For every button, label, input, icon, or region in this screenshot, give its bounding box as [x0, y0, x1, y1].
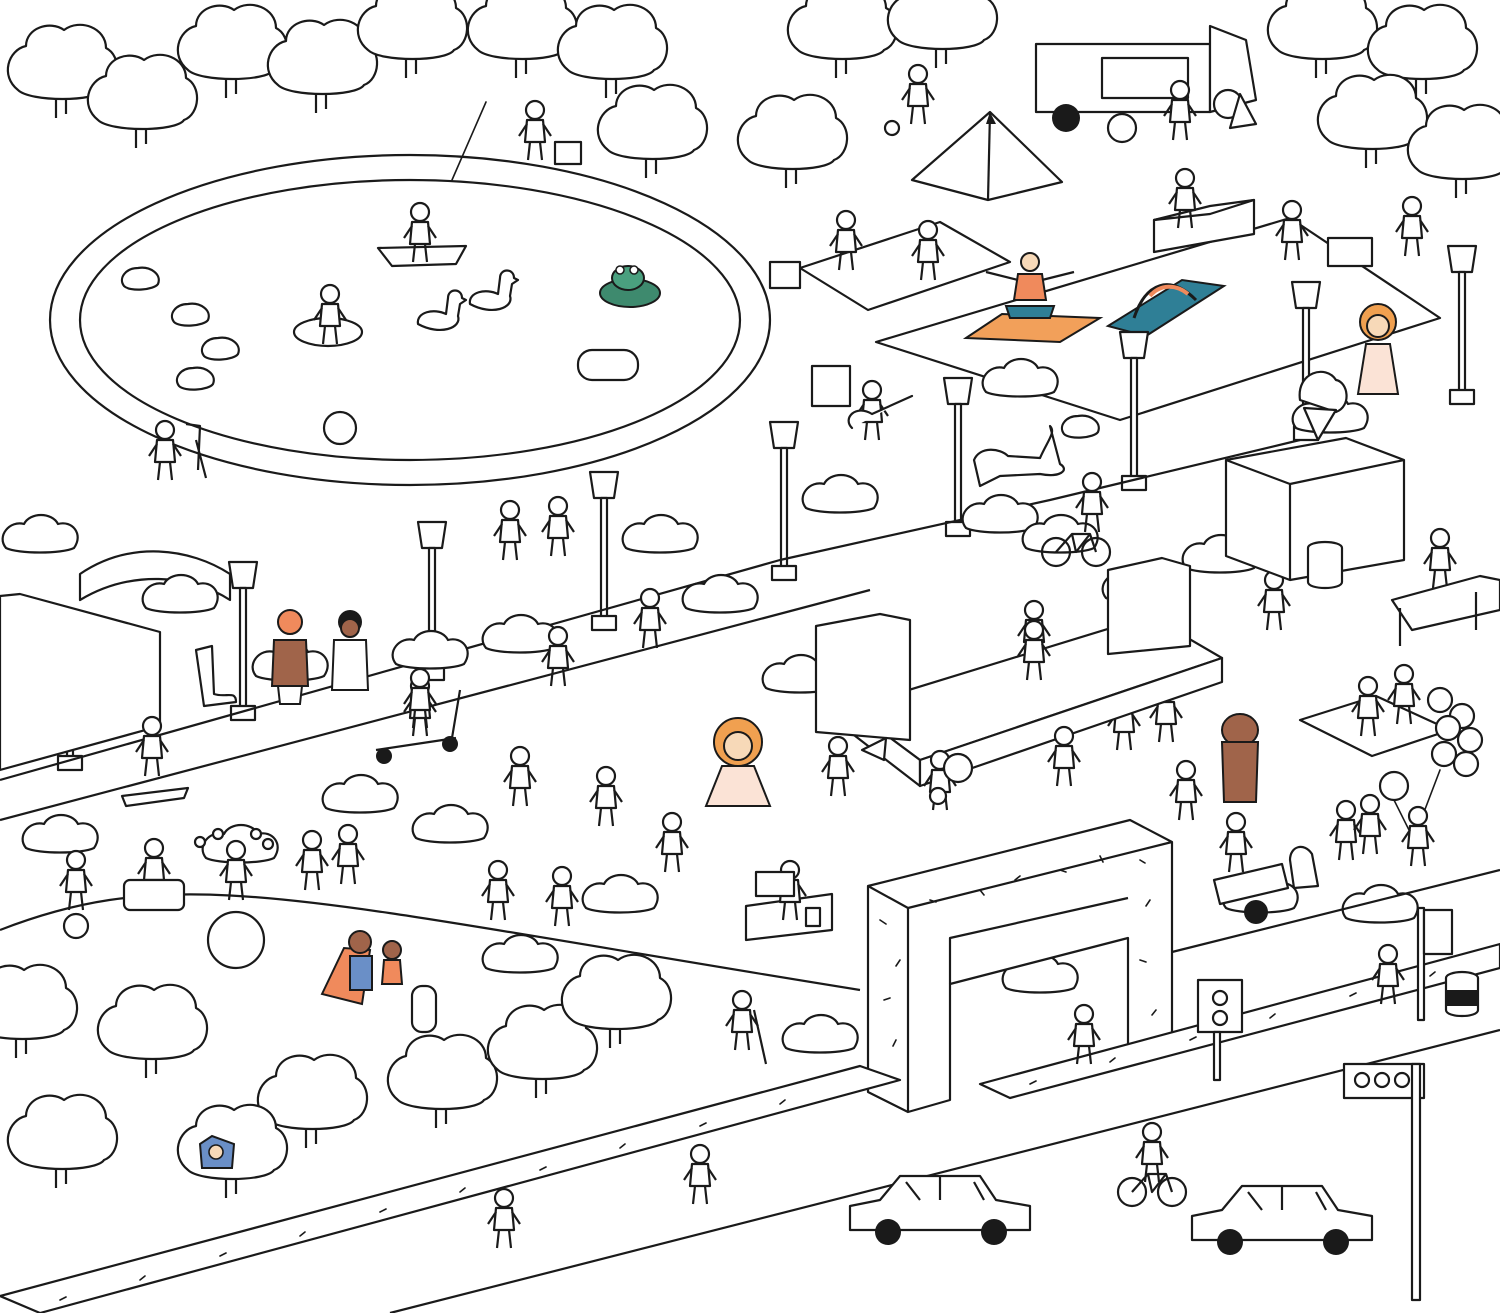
ice-cream-statue	[1298, 370, 1348, 442]
pelican	[194, 644, 238, 708]
bridge	[78, 550, 232, 602]
street-sweeper	[724, 989, 768, 1065]
frog-icon	[599, 265, 661, 308]
yoga-mat-orange	[962, 252, 1104, 344]
shelter	[0, 592, 162, 772]
picnic-table-right	[1390, 574, 1500, 646]
pond	[48, 153, 1100, 487]
pyramid-icon	[910, 110, 1064, 202]
picnic-blanket	[1298, 663, 1452, 758]
floating-log	[576, 348, 640, 382]
dj-booth	[1152, 167, 1256, 254]
vendor-cart	[1212, 811, 1290, 924]
picnic-area	[768, 209, 1012, 312]
bicycle-icon	[1116, 1121, 1188, 1208]
dog-icon	[972, 424, 1066, 488]
trash-bin	[1444, 970, 1480, 1018]
princess	[704, 717, 772, 807]
walkway	[0, 438, 1301, 992]
storage-box	[1224, 436, 1406, 590]
fisherman	[517, 99, 583, 166]
balloon-icon	[1378, 686, 1484, 868]
gate-icon	[866, 818, 1174, 1114]
swimmer-ring	[292, 283, 364, 348]
soccer-kid	[883, 63, 936, 137]
meditator	[122, 837, 186, 912]
treeline-top	[6, 0, 1500, 200]
unicyclist	[58, 849, 94, 940]
walking-pair	[294, 823, 366, 892]
hidden-figure	[198, 1134, 236, 1169]
bear-mascot	[1220, 713, 1260, 803]
truck-icon	[1034, 24, 1258, 144]
log	[410, 984, 438, 1034]
traffic-light-icon	[1196, 906, 1454, 1302]
brass-band	[820, 735, 974, 812]
kids-and-dog	[1288, 793, 1388, 890]
superhero-kid	[320, 930, 404, 1006]
scooter-rider	[375, 667, 462, 764]
painter	[147, 419, 208, 482]
princess-corner	[1356, 303, 1400, 395]
skateboarder	[120, 786, 190, 808]
guitarist	[810, 364, 914, 442]
clown-juggler	[193, 827, 275, 970]
bench-reader	[744, 859, 834, 942]
beach-ball	[322, 410, 358, 446]
rowboat	[376, 101, 487, 268]
stage	[814, 556, 1224, 788]
dancer	[1274, 195, 1430, 268]
pharaoh-costumes	[270, 609, 370, 705]
car-icon	[848, 1174, 1374, 1257]
